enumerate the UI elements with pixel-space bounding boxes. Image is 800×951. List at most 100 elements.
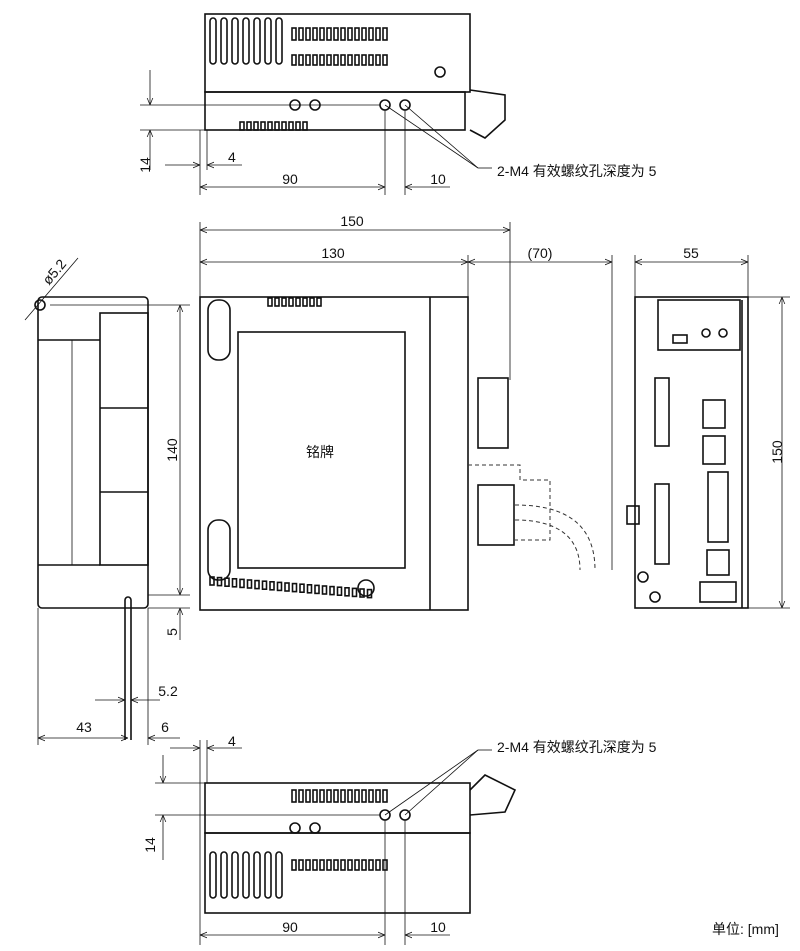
vent-slot [319,54,325,66]
dim-bottom-hole-x: 90 [282,919,298,935]
vent-slot [333,789,339,803]
vent-slot [312,789,318,803]
vent-slot [260,121,266,131]
vent-slot [368,859,374,871]
top-hole-note: 2-M4 有效螺纹孔深度为 5 [497,163,657,179]
vent-slot [242,17,250,65]
dim-top-hole-pitch: 10 [430,171,446,187]
vent-slot [306,583,313,594]
mount-slot-bottom [124,596,132,740]
usb-port [706,549,730,576]
bottom-view: 4 14 90 10 2-M4 有效螺纹孔深度为 5 [142,733,657,945]
vent-slot [340,54,346,66]
vent-slot [314,584,320,595]
dip-switch [672,334,688,344]
screw-icon [289,822,301,834]
vent-slot [382,789,388,803]
vent-slot [312,27,318,41]
vent-slot [291,582,298,593]
screw-icon [309,822,321,834]
dim-top-offset: 4 [228,149,236,165]
vent-slot [347,859,353,871]
vent-slot [354,27,360,41]
vent-slot [319,859,325,871]
vent-slot [298,789,304,803]
rj45-port-1 [702,399,726,429]
ground-screw-icon [649,591,661,603]
vent-slot [231,851,239,899]
mount-hole [34,299,46,311]
vent-slot [326,27,332,41]
vent-slot [291,27,297,41]
vent-slot [305,859,311,871]
vent-slot [284,582,290,592]
vent-slot [299,583,305,594]
vent-slot [216,576,223,587]
vent-slot [275,851,283,899]
vent-slot [347,789,353,803]
vent-slot [382,27,388,41]
vent-slot [375,54,381,66]
vent-slot [295,121,301,131]
vent-slot [298,859,304,871]
vent-slot [333,54,339,66]
vent-slot [231,17,239,65]
vent-slot [220,851,228,899]
vent-slot [231,577,238,588]
vent-slot [375,789,381,803]
vent-slot [382,54,388,66]
vent-slot [344,586,350,597]
clip [626,505,640,525]
power-terminal [654,377,670,447]
vent-slot [319,789,325,803]
vent-slot [281,121,287,131]
main-body [199,296,469,611]
vent-slot [242,851,250,899]
vent-slot [264,851,272,899]
dim-vertical-hole-pitch: 140 [164,438,180,462]
vent-slot [361,859,367,871]
dim-slot-width: 5.2 [158,683,178,699]
dim-top-height: 14 [137,157,153,173]
dim-total-depth: 150 [340,213,364,229]
vent-slot [361,27,367,41]
motor-terminal [654,483,670,565]
vent-slot [302,297,308,307]
side-view: ø5.2 140 5 5.2 43 6 [24,256,190,745]
heatsink-block [99,312,149,566]
led-icon [718,328,728,338]
vent-slot [347,27,353,41]
vent-slot [269,580,275,591]
dim-top-hole-x: 90 [282,171,298,187]
vent-slot [291,859,297,871]
screw-icon [434,66,446,78]
vent-slot [326,859,332,871]
vent-slot [375,27,381,41]
dim-body-depth: 130 [321,245,345,261]
vent-slot [368,789,374,803]
vent-slot [288,297,294,307]
vent-slot [351,587,358,598]
vent-slot [246,579,253,589]
vent-slot [336,586,343,597]
io-connector [707,471,729,543]
vent-slot [291,789,297,803]
dim-hole-from-right: 6 [161,719,169,735]
vent-slot [305,789,311,803]
vent-slot [333,859,339,871]
front-body [634,296,749,609]
vent-slot [354,859,360,871]
vent-slot [316,297,322,307]
unit-label: 单位: [mm] [712,921,779,937]
vent-slot [209,851,217,899]
vent-slot [309,297,315,307]
vent-slot [329,585,335,596]
vent-slot [261,580,268,591]
bottom-view-lower-body [204,832,471,914]
vent-slot [239,121,245,131]
connector-latch [469,774,517,816]
vent-slot [326,54,332,66]
side-body [37,296,149,609]
vent-slot [224,577,230,588]
